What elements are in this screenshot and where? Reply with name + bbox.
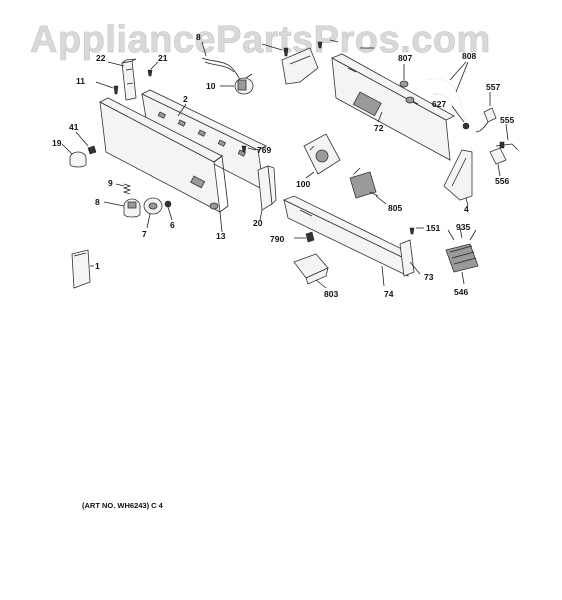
part-2-panel-frame: [141, 89, 267, 191]
callout-555: 555: [500, 115, 514, 125]
part-557-sensor: [475, 107, 497, 133]
callout-7: 7: [142, 229, 147, 239]
part-6-nut: [164, 200, 172, 208]
callout-807: 807: [398, 53, 412, 63]
top-bracket: [281, 41, 323, 85]
part-8-hose: [201, 57, 241, 81]
part-10-pressure-switch: [234, 73, 254, 95]
watermark-text: AppliancePartsPros.com: [30, 19, 491, 61]
part-13-control-panel: [99, 97, 229, 213]
part-7-dial: [143, 197, 163, 215]
callout-769: 769: [257, 145, 271, 155]
callout-20: 20: [253, 218, 263, 228]
part-555-clip: [495, 141, 519, 151]
part-9-spring: [122, 183, 132, 195]
callout-11: 11: [76, 76, 85, 86]
callout-8-knob: 8: [95, 197, 100, 207]
callout-1: 1: [95, 261, 100, 271]
part-8-knob: [123, 198, 141, 218]
callout-557: 557: [486, 82, 500, 92]
callout-41: 41: [69, 122, 79, 132]
part-100-timer: [303, 133, 341, 175]
callout-74: 74: [384, 289, 394, 299]
part-790-clip: [305, 231, 315, 243]
part-546-terminal-block: [445, 243, 479, 273]
callout-10: 10: [206, 81, 216, 91]
callout-935: 935: [456, 222, 470, 232]
art-number-caption: (ART NO. WH6243) C 4: [82, 501, 164, 510]
part-627-nut: [462, 122, 470, 130]
part-769-screw: [241, 145, 247, 153]
part-41-clip: [87, 145, 97, 155]
part-4-end-bracket: [443, 149, 473, 201]
callout-19: 19: [52, 138, 62, 148]
callout-9: 9: [108, 178, 113, 188]
callout-8-hose: 8: [196, 32, 201, 42]
part-808-hoses: [425, 78, 469, 129]
callout-4: 4: [464, 204, 469, 214]
part-22-bracket: [121, 58, 137, 101]
part-19-knob: [69, 151, 87, 168]
callout-790: 790: [270, 234, 284, 244]
part-1-manual: [71, 249, 91, 289]
callout-6: 6: [170, 220, 175, 230]
callout-546: 546: [454, 287, 468, 297]
part-151-screw: [409, 227, 415, 235]
part-72-backsplash: [331, 53, 455, 161]
part-21-screw: [147, 69, 153, 77]
part-11-screw: [113, 85, 119, 95]
callout-627: 627: [432, 99, 446, 109]
callout-13: 13: [216, 231, 226, 241]
callout-151: 151: [426, 223, 440, 233]
callout-808: 808: [462, 51, 476, 61]
callout-labels: 8 22 21 11 10 2 41 19 769 9 8 20 6 7 13 …: [52, 32, 514, 299]
callout-2: 2: [183, 94, 188, 104]
callout-72: 72: [374, 123, 384, 133]
callout-100: 100: [296, 179, 310, 189]
part-935-wires: [447, 227, 477, 241]
callout-73: 73: [424, 272, 434, 282]
part-73-end-piece: [399, 239, 415, 277]
callout-556: 556: [495, 176, 509, 186]
callout-21: 21: [158, 53, 168, 63]
part-807-washer: [399, 80, 415, 104]
part-805-switch: [349, 167, 379, 199]
part-20-side-bracket: [257, 165, 277, 211]
callout-805: 805: [388, 203, 402, 213]
part-556-part: [489, 147, 507, 165]
part-803-bracket: [293, 253, 329, 285]
callout-22: 22: [96, 53, 106, 63]
callout-803: 803: [324, 289, 338, 299]
